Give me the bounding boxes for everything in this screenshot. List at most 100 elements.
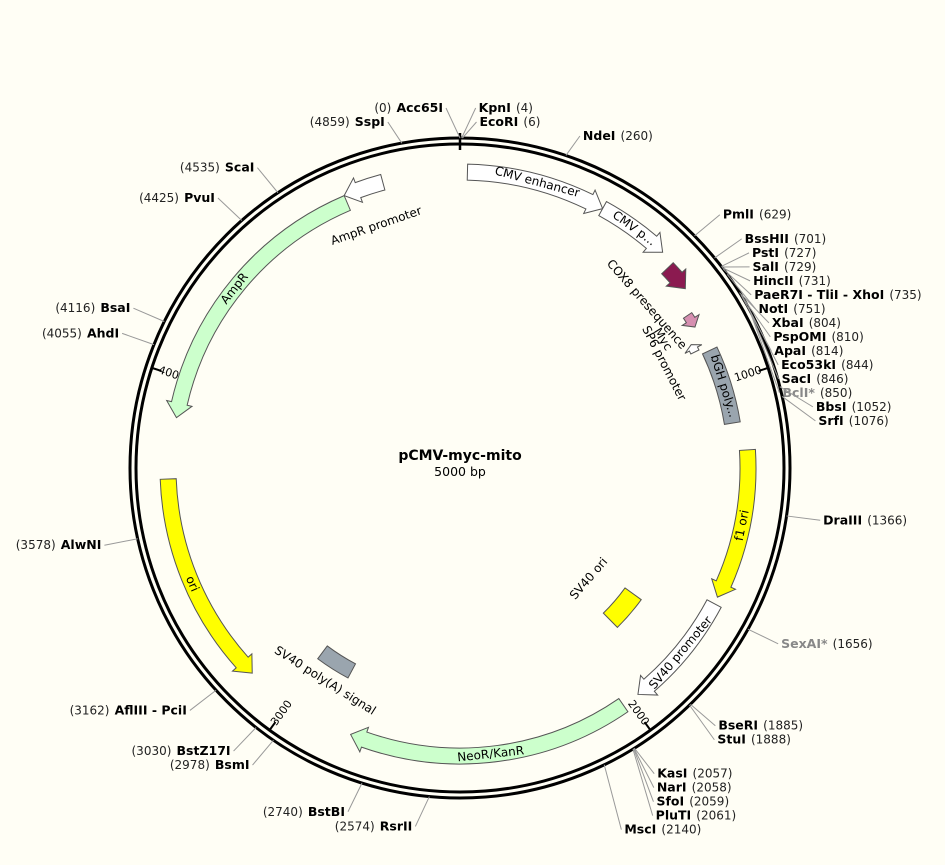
feature-sp6-promoter	[684, 344, 703, 355]
site-name: PspOMI	[773, 329, 826, 344]
site-stui: StuI (1888)	[689, 704, 791, 747]
site-pspomi: PspOMI (810)	[740, 294, 864, 344]
site-name: AflIII - PciI	[115, 702, 187, 717]
site-psti: PstI (727)	[721, 245, 816, 267]
site-leader	[233, 727, 257, 752]
site-leader	[633, 748, 655, 788]
site-label: (4425) PvuI	[139, 187, 215, 206]
site-position: (701)	[794, 232, 826, 246]
site-position: (0)	[374, 101, 391, 115]
tick-mark	[758, 366, 769, 372]
site-label: PmlI (629)	[723, 204, 792, 223]
plasmid-length: 5000 bp	[434, 464, 486, 479]
tick-mark	[151, 366, 162, 372]
site-leader	[633, 747, 655, 774]
site-leader	[739, 292, 770, 324]
site-position: (1366)	[867, 513, 907, 527]
site-leader	[347, 782, 363, 812]
site-label: SacI (846)	[782, 368, 849, 387]
feature-cmv-enhancer	[466, 163, 604, 215]
site-label: BclI* (850)	[782, 382, 852, 401]
site-position: (3030)	[132, 744, 172, 758]
site-label: DraIII (1366)	[823, 509, 907, 528]
site-label: XbaI (804)	[772, 312, 841, 331]
site-name: NarI	[657, 780, 687, 795]
site-ndei: NdeI (260)	[565, 125, 653, 156]
feature-ampr-promoter	[343, 173, 386, 204]
feature-label: ori	[183, 574, 202, 594]
site-position: (1052)	[852, 400, 892, 414]
site-leader	[714, 238, 742, 259]
site-label: NdeI (260)	[583, 125, 653, 144]
site-bcli: BclI* (850)	[748, 308, 852, 401]
site-leader	[462, 121, 477, 139]
site-position: (2978)	[170, 758, 210, 772]
site-label: PluTI (2061)	[656, 805, 737, 824]
site-position: (731)	[799, 274, 831, 288]
site-bstbi: (2740) BstBI	[263, 782, 363, 819]
site-position: (2057)	[693, 767, 733, 781]
site-leader	[633, 748, 654, 802]
site-name: KasI	[657, 766, 687, 781]
site-leader	[121, 332, 155, 346]
site-leader	[747, 306, 779, 366]
site-position: (4425)	[139, 191, 179, 205]
site-label: (3162) AflIII - PciI	[70, 699, 187, 718]
site-name: BseRI	[718, 718, 758, 733]
feature-sv40-poly-a-signal	[316, 645, 357, 679]
site-draiii: DraIII (1366)	[786, 509, 907, 528]
feature-label: f1 ori	[732, 509, 752, 542]
site-hincii: HincII (731)	[722, 267, 831, 288]
site-position: (2574)	[335, 819, 375, 833]
site-position: (2059)	[689, 795, 729, 809]
site-name: BstZ17I	[177, 743, 231, 758]
feature-sv40-ori	[602, 587, 642, 629]
site-eco53ki: Eco53kI (844)	[747, 306, 873, 372]
site-position: (844)	[841, 358, 873, 372]
site-label: (3578) AlwNI	[16, 534, 102, 553]
site-leader	[104, 538, 138, 546]
site-name: BclI*	[782, 385, 815, 400]
site-position: (729)	[784, 260, 816, 274]
site-leader	[740, 294, 771, 338]
site-name: NotI	[759, 301, 789, 316]
site-leader	[722, 267, 751, 282]
site-name: RsrII	[380, 818, 413, 833]
site-bbsi: BbsI (1052)	[779, 386, 892, 414]
site-name: BsmI	[215, 757, 250, 772]
site-label: (2978) BsmI	[170, 754, 250, 773]
tick-mark	[268, 721, 277, 731]
site-saci: SacI (846)	[747, 307, 849, 387]
feature-label: SV40 ori	[567, 555, 611, 602]
site-label: SrfI (1076)	[818, 410, 888, 429]
site-label: EcoRI (6)	[479, 111, 540, 130]
site-position: (3162)	[70, 703, 110, 717]
site-leader	[565, 135, 581, 156]
site-leader	[748, 308, 780, 394]
site-leader	[414, 796, 430, 827]
feature-ori	[159, 478, 253, 674]
site-label: NotI (751)	[759, 298, 826, 317]
site-name: PaeR7I - TliI - XhoI	[754, 287, 884, 302]
site-position: (2058)	[692, 781, 732, 795]
site-position: (735)	[889, 288, 921, 302]
site-label: (4116) BsaI	[55, 297, 130, 316]
site-xbai: XbaI (804)	[739, 292, 841, 331]
site-leader	[694, 214, 721, 237]
feature-label: CMV p...	[610, 208, 659, 249]
site-position: (1656)	[833, 637, 873, 651]
site-label: (3030) BstZ17I	[132, 740, 231, 759]
site-nari: NarI (2058)	[633, 748, 732, 795]
site-pmli: PmlI (629)	[694, 204, 792, 237]
site-acc65i: (0) Acc65I	[374, 100, 461, 139]
site-position: (4116)	[55, 301, 95, 315]
feature-cmv-p	[598, 200, 664, 253]
site-leader	[461, 107, 477, 139]
site-label: SfoI (2059)	[656, 791, 729, 810]
feature-label: bGH poly...	[708, 353, 741, 419]
tick-label: 3000	[268, 698, 295, 728]
site-label: MscI (2140)	[624, 819, 701, 838]
site-leader	[632, 748, 654, 816]
